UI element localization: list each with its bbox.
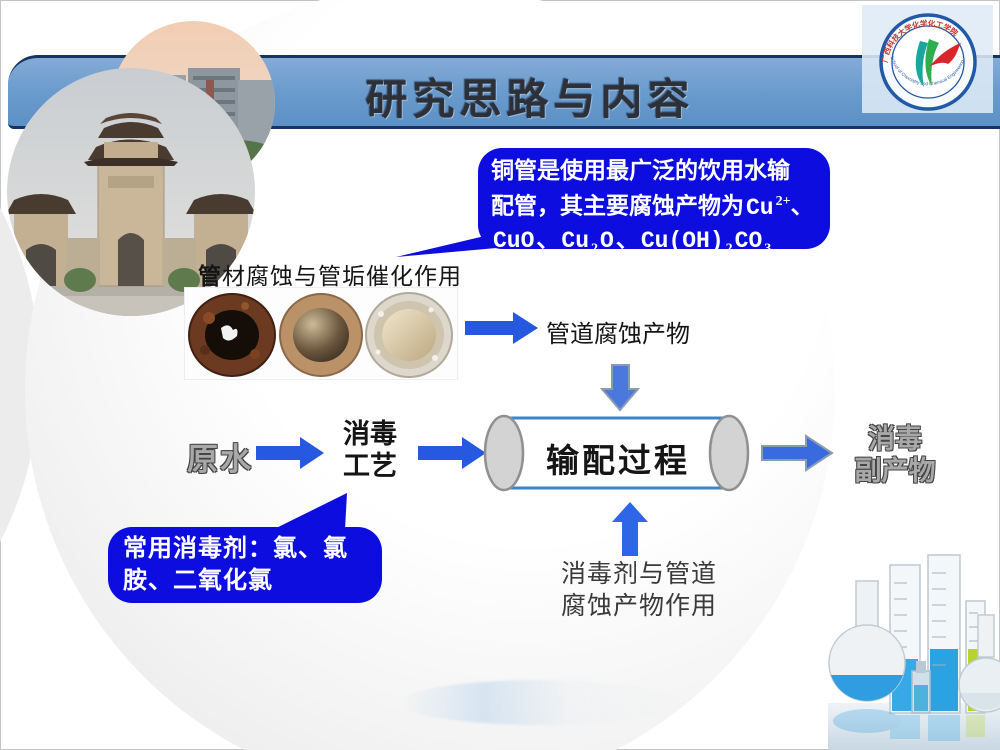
disinfection-process-label: 消毒工艺 (343, 419, 397, 481)
logo-panel: 广西科技大学化学化工学院 School of Chemistry and Che… (862, 5, 993, 113)
bottle-icon (911, 661, 931, 714)
logo-emblem-icon (915, 39, 961, 87)
arrow-pipes-to-products-icon (465, 312, 538, 344)
disinfectant-callout: 常用消毒剂：氯、氯 胺、二氧化氯 (108, 527, 382, 603)
raw-water-label: 原水 (187, 442, 253, 477)
lab-glassware-photo (828, 554, 1000, 750)
page-title: 研究思路与内容 (365, 78, 695, 124)
callout-line: 铜管是使用最广泛的饮用水输 (491, 158, 790, 183)
campus-photos (7, 21, 275, 316)
corrosion-products-label: 管道腐蚀产物 (546, 321, 690, 348)
pipe-photo-3 (365, 292, 453, 378)
faint-glassware-watermark (400, 680, 680, 725)
arrow-disinfection-to-pipeline-icon (418, 437, 486, 469)
arrow-products-to-pipeline-icon (599, 364, 641, 412)
corroded-pipes-photo (185, 288, 457, 379)
arrow-note-to-pipeline-icon (612, 502, 648, 556)
arrow-rawwater-to-disinfection-icon (256, 437, 324, 469)
flask-icon (958, 614, 1000, 713)
pipeline-cylinder (483, 414, 750, 492)
arrow-pipeline-to-byproducts-icon (761, 434, 834, 472)
pipeline-label: 输配过程 (546, 442, 690, 479)
graduated-cylinder-icon (927, 554, 961, 714)
reflection (833, 709, 985, 741)
pipe-photo-1 (188, 293, 276, 377)
disinfection-byproducts-label: 消毒副产物 (854, 424, 936, 486)
interaction-note: 消毒剂与管道 腐蚀产物作用 (561, 560, 718, 620)
pipe-photo-2 (279, 293, 363, 377)
pipe-corrosion-caption: 管材腐蚀与管垢催化作用 (198, 263, 462, 289)
round-flask-icon (828, 580, 906, 702)
school-logo: 广西科技大学化学化工学院 School of Chemistry and Che… (879, 13, 977, 111)
